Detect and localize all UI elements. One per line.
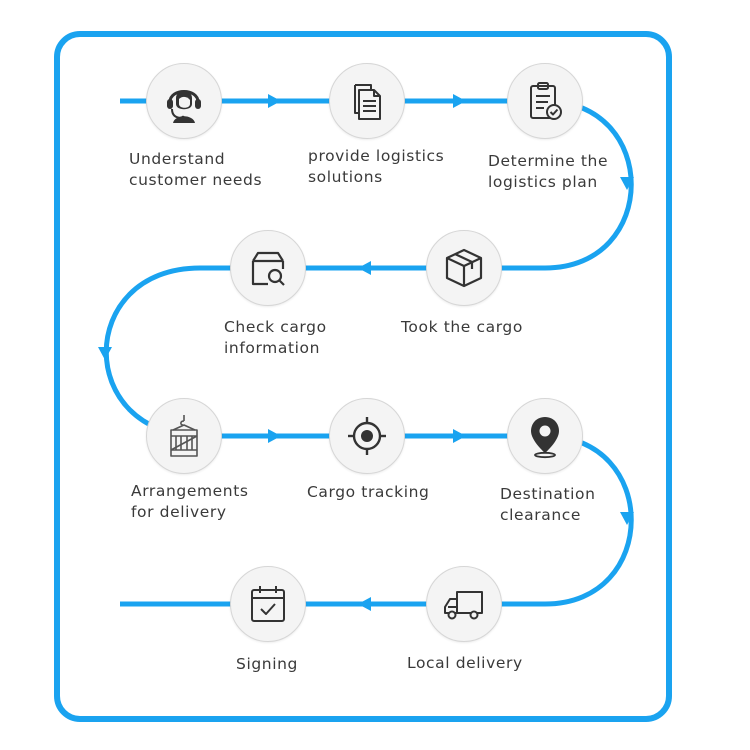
step-label-arrangements: Arrangements for delivery xyxy=(131,482,249,521)
step-label-destination: Destination clearance xyxy=(500,485,596,524)
step-label-understand: Understand customer needs xyxy=(129,150,263,189)
box-search-icon xyxy=(251,251,285,286)
step-node-check-info xyxy=(230,230,306,306)
headset-agent-icon xyxy=(167,90,201,123)
step-node-signing xyxy=(230,566,306,642)
arrow-right-2 xyxy=(453,94,466,108)
target-crosshair-icon xyxy=(348,417,386,455)
step-label-cargo-tracking: Cargo tracking xyxy=(307,483,430,501)
step-label-signing: Signing xyxy=(236,655,298,673)
diagram-frame xyxy=(54,31,672,722)
step-node-determine-plan xyxy=(507,63,583,139)
step-node-arrangements xyxy=(146,398,222,474)
arrow-down-left xyxy=(98,347,112,360)
map-pin-icon xyxy=(531,417,559,459)
arrow-left-1 xyxy=(358,261,371,275)
step-node-local-delivery xyxy=(426,566,502,642)
delivery-truck-icon xyxy=(444,591,483,620)
arrow-right-1 xyxy=(268,94,281,108)
step-node-provide-solutions xyxy=(329,63,405,139)
step-label-provide-solutions: provide logistics solutions xyxy=(308,147,445,186)
crate-hook-icon xyxy=(170,415,198,457)
step-label-determine-plan: Determine the logistics plan xyxy=(488,152,609,191)
arrow-left-2 xyxy=(358,597,371,611)
clipboard-check-icon xyxy=(530,82,562,120)
calendar-check-icon xyxy=(251,586,285,622)
arrow-down-right-1 xyxy=(620,177,634,190)
arrow-right-4 xyxy=(453,429,466,443)
step-node-took-cargo xyxy=(426,230,502,306)
step-node-destination xyxy=(507,398,583,474)
step-label-check-info: Check cargo information xyxy=(224,318,327,357)
step-label-took-cargo: Took the cargo xyxy=(401,318,523,336)
step-node-understand xyxy=(146,63,222,139)
arrow-down-right-2 xyxy=(620,512,634,525)
package-box-icon xyxy=(445,248,483,288)
arrow-right-3 xyxy=(268,429,281,443)
step-label-local-delivery: Local delivery xyxy=(407,654,523,672)
documents-icon xyxy=(354,84,381,120)
step-node-cargo-tracking xyxy=(329,398,405,474)
